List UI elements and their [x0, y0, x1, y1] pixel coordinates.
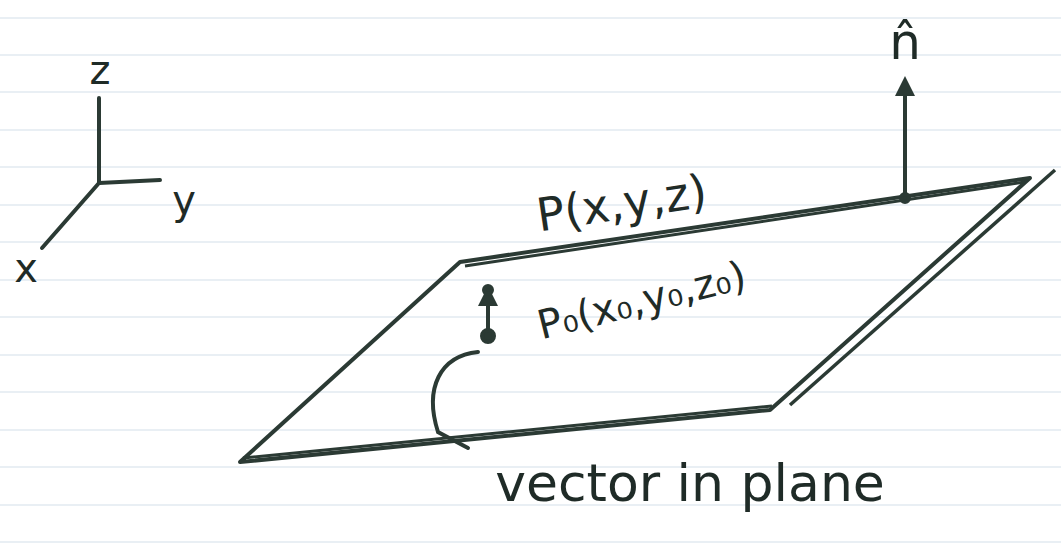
axis-label: x	[14, 246, 38, 290]
axis-label: y	[172, 178, 196, 222]
ruled-lines	[0, 18, 1061, 542]
normal-label: n̂	[889, 15, 921, 70]
normal-vector	[901, 80, 909, 202]
in-plane-vector	[482, 286, 494, 342]
callout-text: vector in plane	[495, 455, 885, 512]
point-label: P(x,y,z)	[533, 165, 710, 240]
axis-label: z	[90, 48, 111, 92]
point-label: P₀(x₀,y₀,z₀)	[533, 253, 751, 347]
leader-line	[433, 352, 478, 448]
axes	[42, 98, 160, 248]
